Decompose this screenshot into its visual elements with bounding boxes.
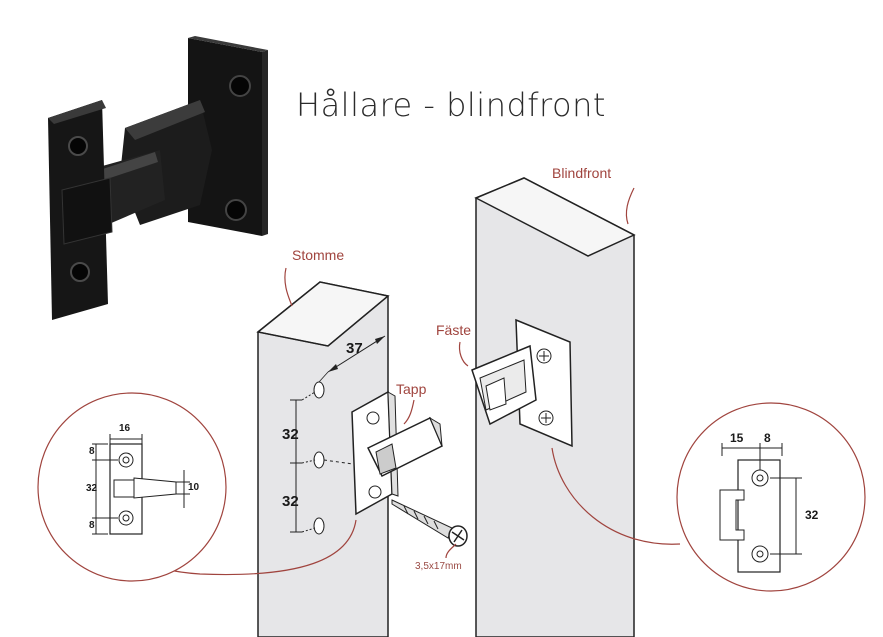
right-detail-circle (676, 402, 866, 592)
screw-size-label: 3,5x17mm (415, 561, 462, 572)
faste-label: Fäste (436, 322, 472, 338)
page-title: Hållare - blindfront (296, 86, 606, 124)
right-dim-32: 32 (805, 508, 819, 522)
right-dim-15: 15 (730, 431, 744, 445)
dimension-32-upper: 32 (282, 426, 299, 443)
left-dim-16: 16 (119, 423, 131, 434)
left-dim-32: 32 (86, 483, 98, 494)
tapp-label: Tapp (396, 381, 427, 397)
left-dim-8-bottom: 8 (89, 520, 95, 531)
stomme-label: Stomme (292, 247, 345, 263)
left-dim-8-top: 8 (89, 446, 95, 457)
tapp-part (351, 390, 443, 516)
bracket-product-photo (48, 36, 268, 320)
left-detail-circle (37, 392, 227, 582)
dimension-37: 37 (346, 340, 363, 357)
right-dim-8: 8 (764, 431, 771, 445)
dimension-32-lower: 32 (282, 493, 299, 510)
blindfront-label: Blindfront (552, 165, 612, 181)
screw (391, 499, 468, 547)
left-dim-10: 10 (188, 482, 200, 493)
faste-part (471, 318, 573, 448)
